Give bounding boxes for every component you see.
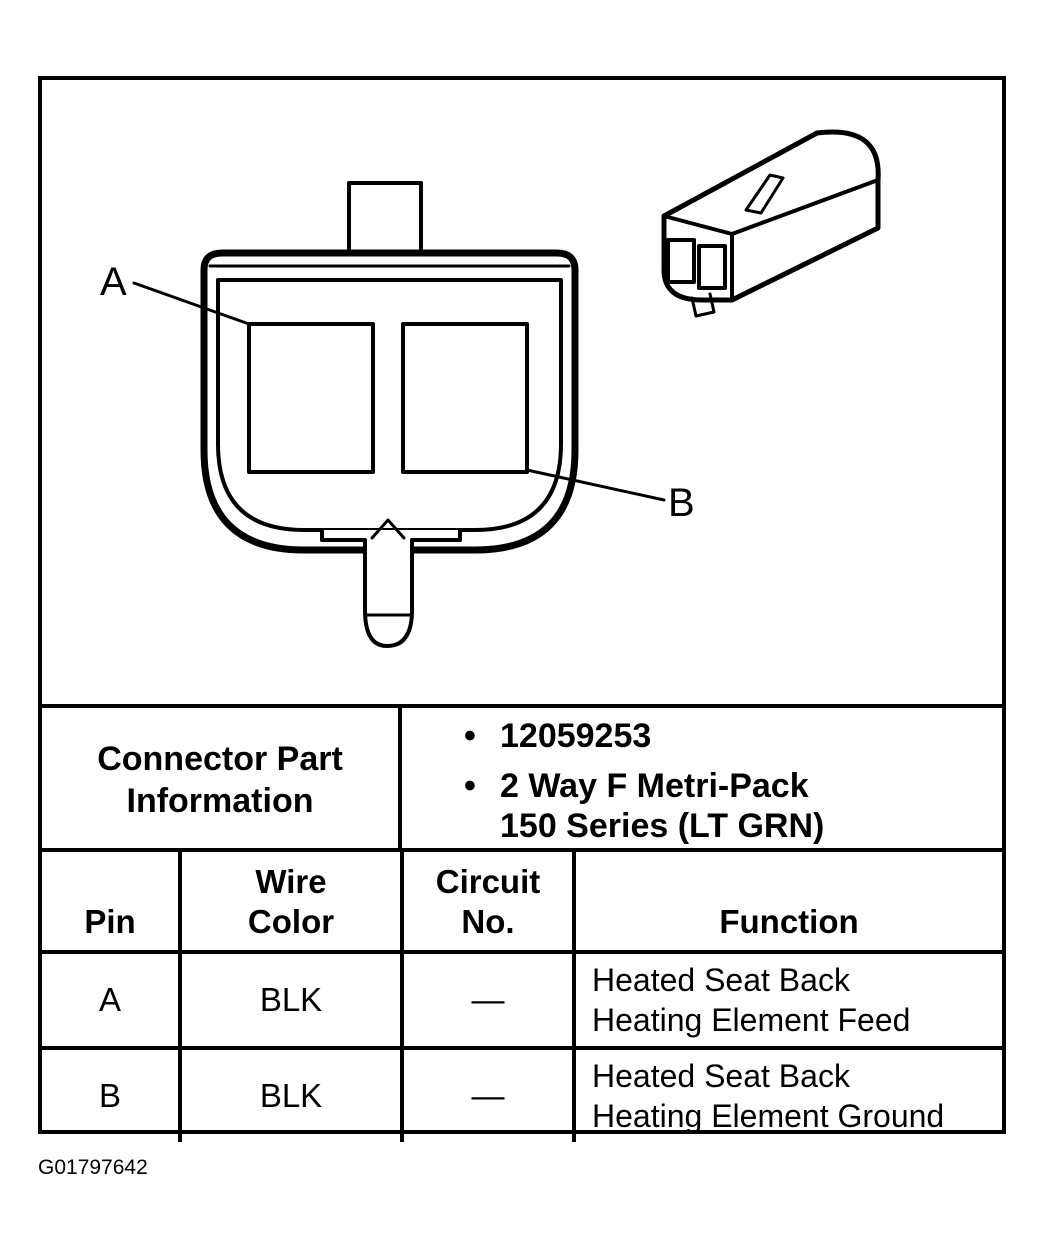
connector-description: 2 Way F Metri-Pack 150 Series (LT GRN) [402,766,1002,846]
function-cell: Heated Seat Back Heating Element Ground [572,1046,1002,1142]
wire-color-cell: BLK [178,950,404,1050]
table-row: A BLK — Heated Seat Back Heating Element… [42,950,1002,1050]
figure-id: G01797642 [38,1156,148,1179]
wire-color-cell: BLK [178,1046,404,1142]
part-number: 12059253 [402,716,1002,756]
pin-b-callout: B [668,481,695,525]
connector-description-line1: 2 Way F Metri-Pack [500,767,809,805]
header-pin: Pin [42,848,182,954]
header-circuit-line1: Circuit [435,863,541,900]
function-line1: Heated Seat Back [592,1058,850,1094]
connector-info-label-line2: Information [126,782,314,820]
header-function: Function [572,848,1002,954]
connector-part-information: Connector Part Information 12059253 2 Wa… [42,704,1002,852]
header-circuit-no: Circuit No. [400,848,576,954]
circuit-cell: — [400,950,576,1050]
connector-description-line2: 150 Series (LT GRN) [500,807,825,845]
function-cell: Heated Seat Back Heating Element Feed [572,950,1002,1050]
connector-frame: A B Connector Part Information 12059253 … [38,76,1006,1142]
connector-info-label-line1: Connector Part [97,740,343,778]
connector-info-label: Connector Part Information [42,708,402,852]
pin-table-header: Pin Wire Color Circuit No. Function [42,848,1002,954]
circuit-cell: — [400,1046,576,1142]
function-line1: Heated Seat Back [592,962,850,998]
pin-a-callout: A [100,260,127,304]
pin-cell: B [42,1046,182,1142]
connector-face-illustration: A B [100,129,881,648]
pin-cell: A [42,950,182,1050]
header-wire-color-line2: Color [247,903,335,940]
header-wire-color-line1: Wire [255,863,327,900]
header-wire-color: Wire Color [178,848,404,954]
pin-table: Pin Wire Color Circuit No. Function A BL… [42,848,1002,1142]
connector-info-list: 12059253 2 Way F Metri-Pack 150 Series (… [402,708,1002,852]
function-line2: Heating Element Feed [592,1002,911,1038]
header-circuit-line2: No. [461,903,515,940]
table-row: B BLK — Heated Seat Back Heating Element… [42,1046,1002,1142]
function-line2: Heating Element Ground [592,1098,945,1134]
connector-drawing: A B [42,80,1002,704]
